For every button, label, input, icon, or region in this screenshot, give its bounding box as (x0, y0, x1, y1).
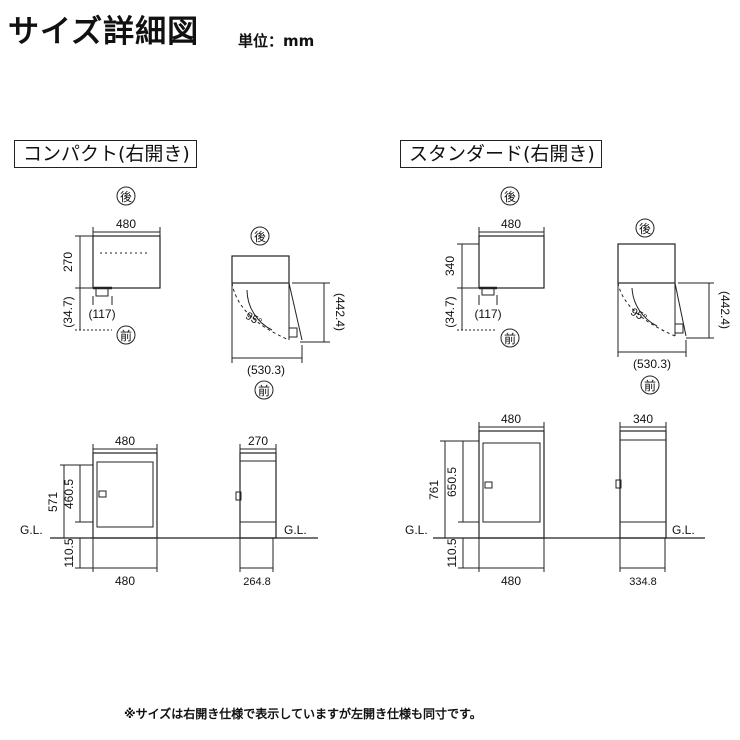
standard-side-view (595, 422, 705, 572)
rear-mark-circle (250, 226, 270, 246)
compact-key-lock (98, 490, 107, 498)
standard-open-view (617, 218, 714, 395)
standard-body-height: 650.5 (445, 467, 459, 497)
standard-side-top-depth: 340 (633, 412, 653, 426)
compact-open-depth: (442.4) (333, 293, 347, 331)
compact-gl-label: G.L. (20, 523, 43, 537)
standard-offset-width: (117) (474, 307, 501, 321)
compact-open-angle: 95° (243, 310, 263, 329)
standard-lock (481, 287, 495, 296)
front-mark: 前 (120, 328, 132, 343)
compact-box-side (239, 452, 277, 539)
compact-offset-depth: (34.7) (61, 296, 75, 327)
standard-top-width: 480 (501, 217, 521, 231)
unit-label: 単位：mm (238, 32, 315, 50)
footnote: ※サイズは右開き仕様で表示していますが左開き仕様も同寸です。 (124, 707, 482, 721)
standard-key-lock (484, 481, 493, 489)
standard-offset-depth: (34.7) (443, 296, 457, 327)
rear-mark: 後 (254, 230, 266, 244)
standard-open-angle: 95° (628, 306, 648, 325)
compact-side-bottom-depth: 264.8 (243, 576, 271, 588)
compact-section-label: コンパクト(右開き) (14, 140, 197, 168)
standard-gl-label: G.L. (405, 523, 428, 537)
front-mark: 前 (644, 378, 656, 393)
compact-side-top-depth: 270 (248, 434, 268, 448)
front-mark-circle (116, 325, 136, 345)
standard-section-label: スタンダード(右開き) (400, 140, 602, 168)
rear-mark: 後 (120, 190, 132, 204)
front-mark: 前 (258, 383, 270, 398)
rear-mark: 後 (504, 190, 516, 204)
compact-front-top-width: 480 (115, 434, 135, 448)
compact-open-view (231, 226, 330, 400)
compact-front-bottom-width: 480 (115, 574, 135, 588)
front-mark-circle (500, 328, 520, 348)
compact-total-height: 571 (46, 492, 60, 512)
compact-side-handle (235, 491, 242, 501)
rear-mark: 後 (639, 222, 651, 236)
compact-below-gl: 110.5 (62, 538, 76, 567)
rear-mark-circle (500, 186, 520, 206)
standard-open-width: (530.3) (633, 357, 671, 371)
compact-front-view (50, 444, 210, 572)
compact-offset-width: (117) (88, 307, 115, 321)
standard-front-top-width: 480 (501, 412, 521, 426)
standard-box-top (478, 235, 545, 289)
compact-side-gl-label: G.L. (284, 523, 307, 537)
front-mark-circle (640, 375, 660, 395)
standard-top-depth: 340 (443, 256, 457, 276)
standard-side-gl-label: G.L. (672, 523, 695, 537)
compact-open-width: (530.3) (247, 363, 285, 377)
front-mark-circle (254, 380, 274, 400)
compact-box-top (92, 235, 161, 289)
standard-side-handle (615, 479, 622, 489)
standard-front-bottom-width: 480 (501, 574, 521, 588)
compact-box-front (92, 452, 158, 539)
page-title: サイズ詳細図 (8, 14, 200, 50)
compact-top-depth: 270 (61, 252, 75, 272)
compact-top-view (75, 186, 161, 345)
standard-total-height: 761 (427, 480, 441, 500)
compact-body-height: 460.5 (62, 479, 76, 509)
front-mark: 前 (504, 331, 516, 346)
standard-side-bottom-depth: 334.8 (629, 576, 657, 588)
standard-top-view (457, 186, 545, 348)
rear-mark-circle (116, 186, 136, 206)
standard-open-depth: (442.4) (718, 291, 732, 329)
rear-mark-circle (635, 218, 655, 238)
compact-side-view (210, 444, 318, 572)
compact-lock (95, 287, 109, 297)
compact-top-width: 480 (116, 217, 136, 231)
standard-front-view (433, 422, 595, 572)
standard-below-gl: 110.5 (445, 538, 459, 567)
